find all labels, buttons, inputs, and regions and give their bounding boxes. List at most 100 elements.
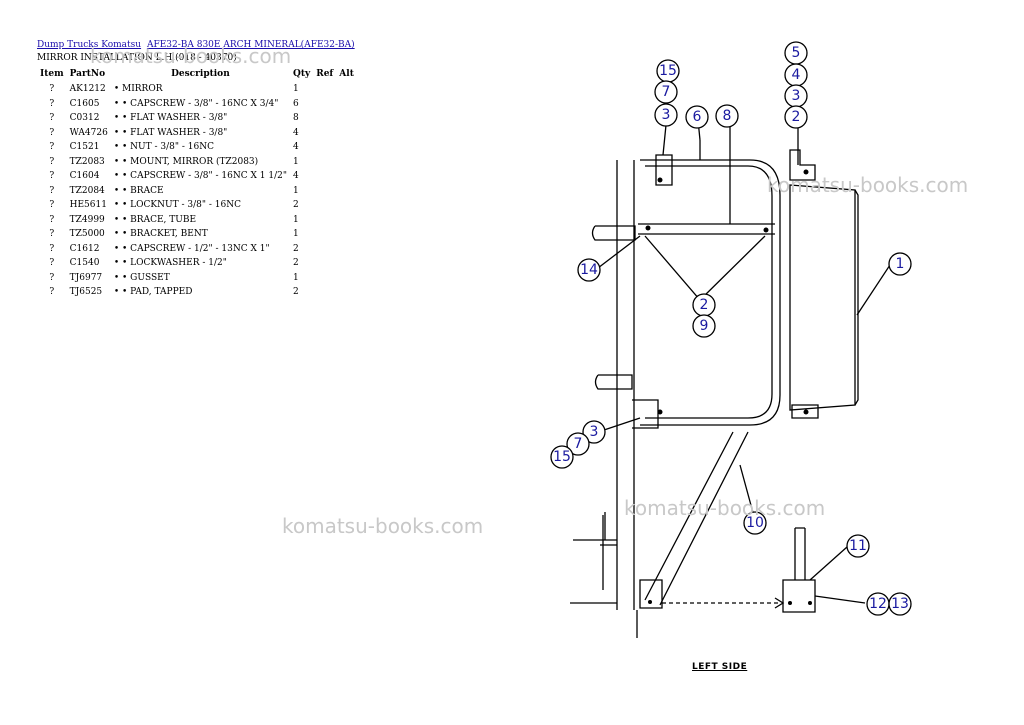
breadcrumb-link-dump-trucks[interactable]: Dump Trucks Komatsu	[37, 40, 142, 50]
cell-description: • • FLAT WASHER - 3/8"	[113, 113, 228, 124]
table-row: ?C1540• • LOCKWASHER - 1/2"2	[37, 256, 357, 271]
cell-description: • • PAD, TAPPED	[113, 287, 193, 298]
page-subtitle: MIRROR INSTALLATION L.H.(018 - 40370)	[37, 53, 237, 63]
cell-item: ?	[49, 171, 55, 182]
cell-partno: TZ5000	[69, 229, 105, 240]
bent-bracket-leader	[814, 595, 866, 604]
svg-text:2: 2	[700, 297, 709, 313]
cell-qty: 2	[292, 287, 299, 298]
cell-description: • MIRROR	[113, 84, 163, 95]
cell-partno: TJ6525	[69, 287, 103, 298]
svg-text:3: 3	[662, 107, 671, 123]
cell-qty: 1	[292, 185, 299, 196]
watermark-top-right: komatsu-books.com	[767, 173, 969, 197]
cell-item: ?	[49, 243, 55, 254]
callout-11: 11	[846, 534, 870, 558]
v-brace	[644, 235, 766, 301]
table-row: ? TJ6525 • • PAD, TAPPED 2	[37, 285, 357, 300]
cell-partno: AK1212	[69, 84, 106, 95]
cell-item: ?	[49, 98, 55, 109]
cell-partno: C0312	[69, 113, 100, 124]
svg-text:7: 7	[662, 84, 671, 100]
cell-qty: 6	[292, 98, 299, 109]
cell-qty: 1	[292, 229, 299, 240]
vertical-post	[616, 160, 635, 610]
cell-item: ?	[49, 287, 55, 298]
table-row: ?TZ2083• • MOUNT, MIRROR (TZ2083)1	[37, 155, 357, 170]
table-row: ?C1612• • CAPSCREW - 1/2" - 13NC X 1"2	[37, 242, 357, 257]
cell-partno: TJ6977	[69, 272, 103, 283]
cell-partno: C1604	[69, 171, 100, 182]
cell-qty: 4	[292, 171, 299, 182]
cell-partno: TZ2083	[69, 156, 105, 167]
cell-qty: 4	[292, 142, 299, 153]
cell-partno: C1521	[69, 142, 100, 153]
lower-gusset	[639, 579, 663, 609]
leader-11	[809, 546, 848, 581]
callout-15-top: 15	[656, 59, 680, 83]
top-right-bracket	[789, 149, 816, 181]
callout-1: 1	[888, 252, 912, 276]
callout-6: 6	[685, 105, 709, 129]
cell-description: • • LOCKNUT - 3/8" - 16NC	[113, 200, 241, 211]
cell-item: ?	[49, 258, 55, 269]
cell-item: ?	[49, 127, 55, 138]
cell-partno: C1540	[69, 258, 100, 269]
cell-description: • • FLAT WASHER - 3/8"	[113, 127, 228, 138]
table-row: ? WA4726 • • FLAT WASHER - 3/8" 4	[37, 126, 357, 141]
mirror-glass-edge	[854, 189, 859, 406]
table-header-row: Item PartNo Description Qty Ref Alt	[37, 66, 357, 82]
svg-text:15: 15	[659, 63, 677, 79]
svg-text:13: 13	[891, 596, 909, 612]
svg-text:1: 1	[896, 256, 905, 272]
callout-3-lower: 3	[582, 420, 606, 444]
cell-partno: TZ4999	[69, 214, 105, 225]
callout-7-lower: 7	[566, 432, 590, 456]
svg-text:2: 2	[792, 109, 801, 125]
bent-bracket-base	[782, 579, 816, 613]
callout-9: 9	[692, 314, 716, 338]
svg-text:8: 8	[723, 108, 732, 124]
callout-10: 10	[743, 511, 767, 535]
svg-text:9: 9	[700, 318, 709, 334]
breadcrumb-link-model[interactable]: AFE32-BA 830E ARCH MINERAL(AFE32-BA)	[146, 40, 355, 50]
lower-right-bracket	[791, 404, 819, 419]
callout-8: 8	[715, 104, 739, 128]
watermark-diagram: komatsu-books.com	[624, 496, 826, 520]
svg-text:4: 4	[792, 67, 801, 83]
callout-5: 5	[784, 41, 808, 65]
callout-3-right: 3	[784, 84, 808, 108]
cell-qty: 2	[292, 243, 299, 254]
header-partno: PartNo	[69, 69, 106, 79]
brace-bar	[638, 223, 775, 235]
diagonal-brace-tube	[644, 431, 749, 606]
cell-description: • • CAPSCREW - 3/8" - 16NC X 1 1/2"	[113, 171, 287, 182]
callout-3-top: 3	[654, 103, 678, 127]
header-qty: Qty	[292, 69, 311, 79]
cell-partno: TZ2084	[69, 185, 105, 196]
leader-3-lower	[603, 417, 641, 431]
cell-qty: 1	[292, 156, 299, 167]
table-row: ?C1605• • CAPSCREW - 3/8" - 16NC X 3/4"6	[37, 97, 357, 112]
cell-item: ?	[49, 185, 55, 196]
callout-2-right: 2	[784, 105, 808, 129]
cell-partno: WA4726	[69, 127, 108, 138]
cell-item: ?	[49, 229, 55, 240]
leader-1	[856, 264, 891, 316]
cell-qty: 1	[292, 84, 299, 95]
cell-qty: 4	[292, 127, 299, 138]
svg-text:3: 3	[792, 88, 801, 104]
cell-qty: 1	[292, 272, 299, 283]
header-ref: Ref	[316, 69, 334, 79]
leader-10	[739, 464, 756, 521]
cell-qty: 2	[292, 200, 299, 211]
cell-item: ?	[49, 272, 55, 283]
callout-15-lower: 15	[550, 445, 574, 469]
cell-partno: HE5611	[69, 200, 107, 211]
mirror-frame-inner	[645, 165, 773, 419]
